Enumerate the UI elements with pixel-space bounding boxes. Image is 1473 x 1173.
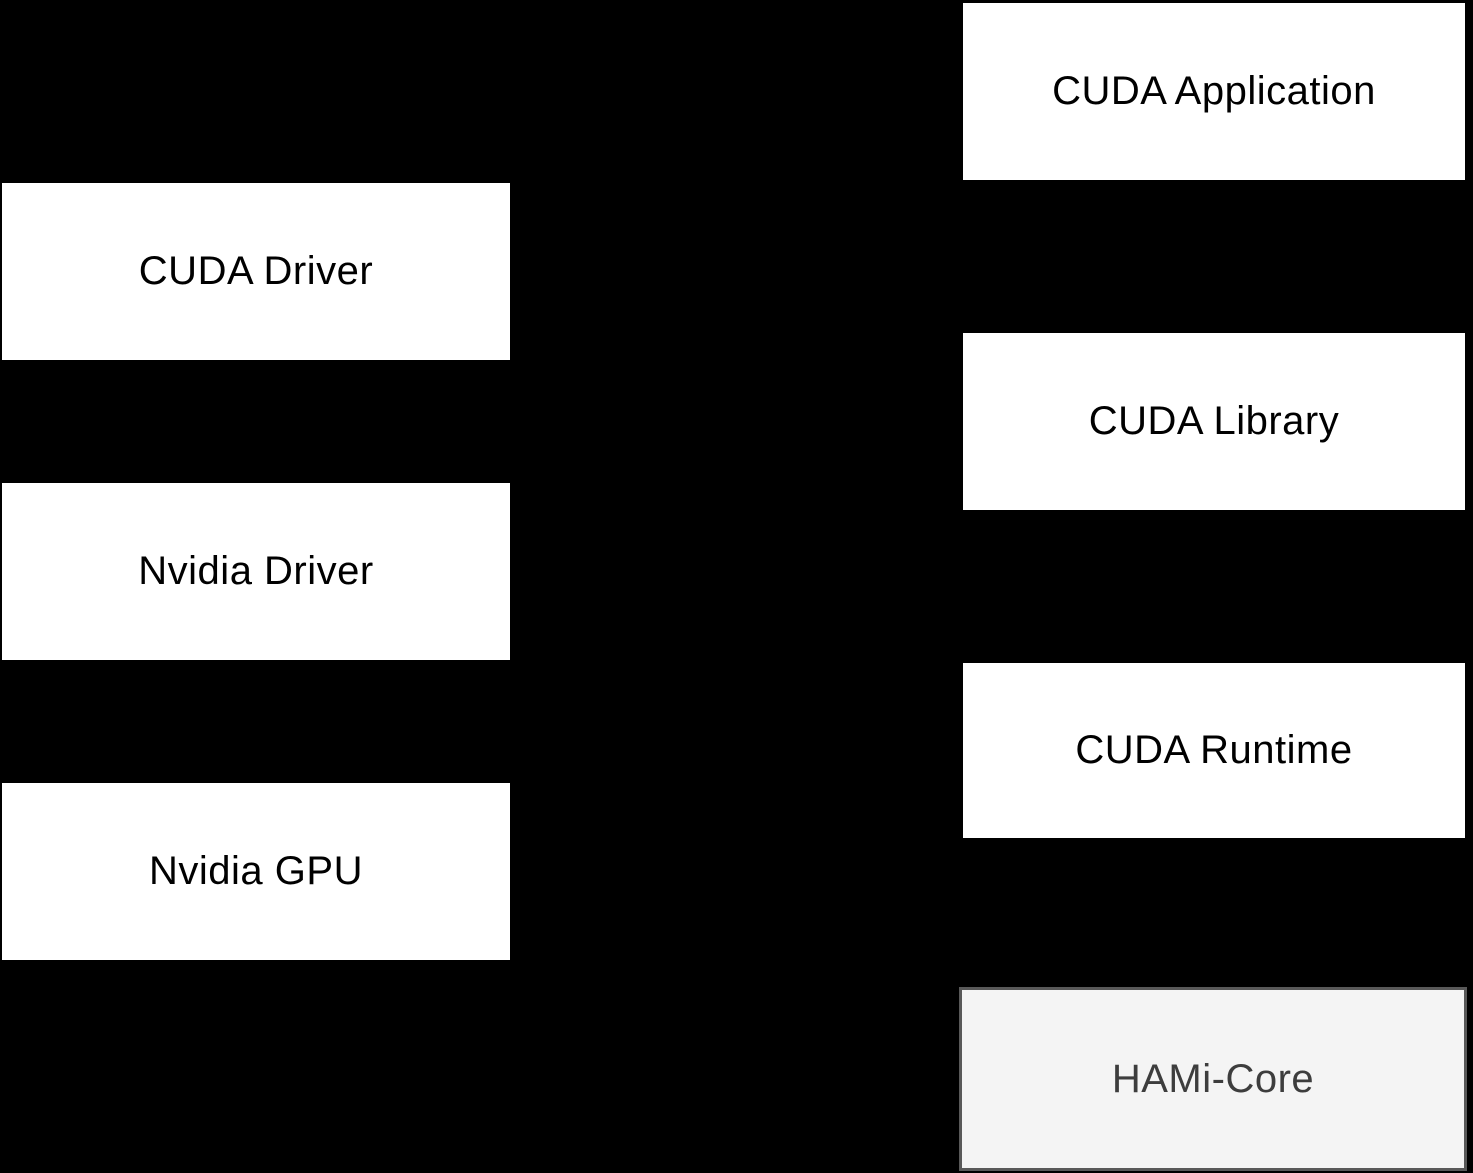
cuda-library-node: CUDA Library bbox=[963, 333, 1465, 510]
cuda-application-node: CUDA Application bbox=[963, 3, 1465, 180]
nvidia-gpu-node: Nvidia GPU bbox=[2, 783, 510, 960]
nvidia-gpu-label: Nvidia GPU bbox=[149, 849, 363, 893]
nvidia-driver-label: Nvidia Driver bbox=[138, 549, 374, 593]
nvidia-driver-node: Nvidia Driver bbox=[2, 483, 510, 660]
hami-core-label: HAMi-Core bbox=[1111, 1056, 1315, 1101]
cuda-driver-node: CUDA Driver bbox=[2, 183, 510, 360]
cuda-driver-label: CUDA Driver bbox=[138, 249, 374, 293]
cuda-library-label: CUDA Library bbox=[1088, 399, 1340, 443]
cuda-runtime-label: CUDA Runtime bbox=[1075, 728, 1353, 772]
cuda-application-label: CUDA Application bbox=[1052, 69, 1376, 113]
cuda-runtime-node: CUDA Runtime bbox=[963, 663, 1465, 838]
hami-core-node: HAMi-Core bbox=[959, 987, 1467, 1171]
